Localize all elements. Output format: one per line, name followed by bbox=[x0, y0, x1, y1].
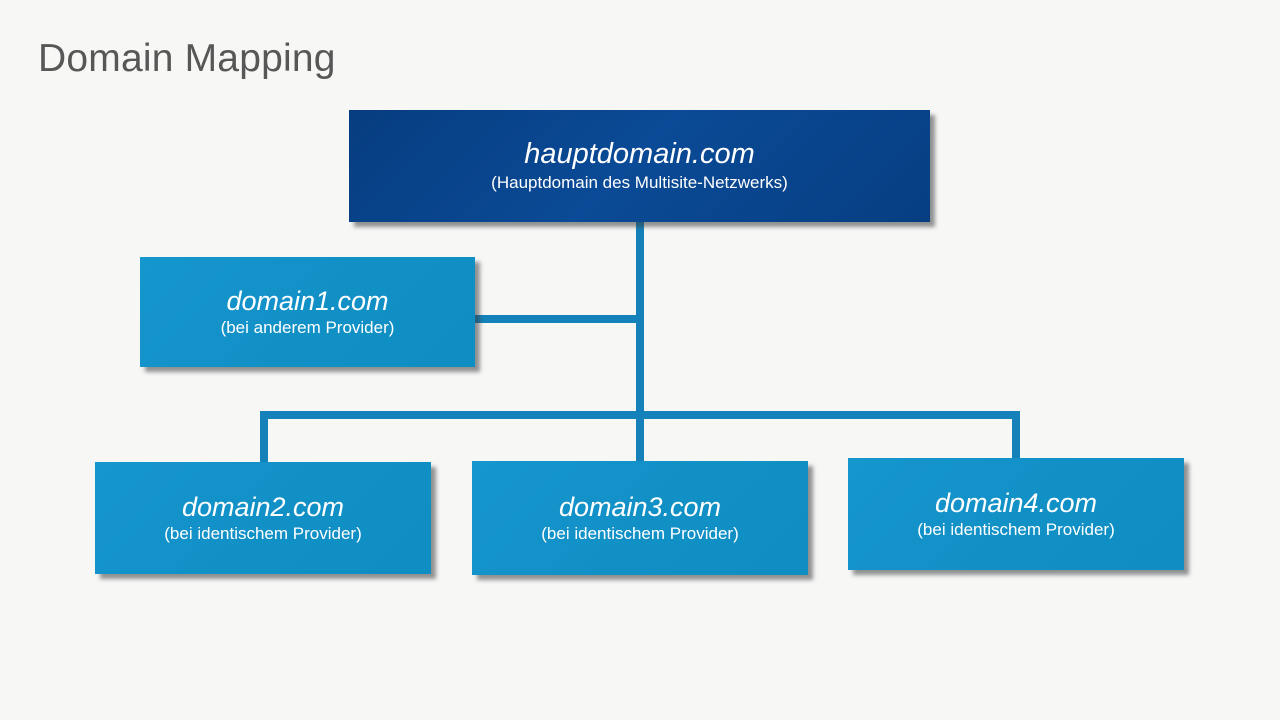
connector-to-domain1 bbox=[470, 315, 644, 323]
node-hauptdomain-domain: hauptdomain.com bbox=[524, 138, 755, 171]
connector-to-domain3 bbox=[636, 411, 644, 467]
node-domain1-note: (bei anderem Provider) bbox=[220, 317, 395, 337]
node-domain3[interactable]: domain3.com (bei identischem Provider) bbox=[472, 461, 808, 575]
node-domain2-domain: domain2.com bbox=[181, 491, 345, 522]
connector-to-domain4 bbox=[1012, 411, 1020, 467]
node-domain2[interactable]: domain2.com (bei identischem Provider) bbox=[95, 462, 431, 574]
node-domain4[interactable]: domain4.com (bei identischem Provider) bbox=[848, 458, 1184, 570]
node-hauptdomain-note: (Hauptdomain des Multisite-Netzwerks) bbox=[491, 173, 788, 193]
node-domain1-domain: domain1.com bbox=[226, 285, 389, 316]
node-domain4-domain: domain4.com bbox=[934, 487, 1098, 518]
node-domain2-note: (bei identischem Provider) bbox=[164, 523, 362, 543]
page-title: Domain Mapping bbox=[38, 37, 336, 80]
connector-to-domain2 bbox=[260, 411, 268, 467]
node-domain3-note: (bei identischem Provider) bbox=[541, 523, 739, 543]
node-domain3-domain: domain3.com bbox=[558, 491, 722, 522]
node-domain4-note: (bei identischem Provider) bbox=[917, 519, 1115, 539]
node-hauptdomain[interactable]: hauptdomain.com (Hauptdomain des Multisi… bbox=[349, 110, 930, 222]
node-domain1[interactable]: domain1.com (bei anderem Provider) bbox=[140, 257, 475, 367]
